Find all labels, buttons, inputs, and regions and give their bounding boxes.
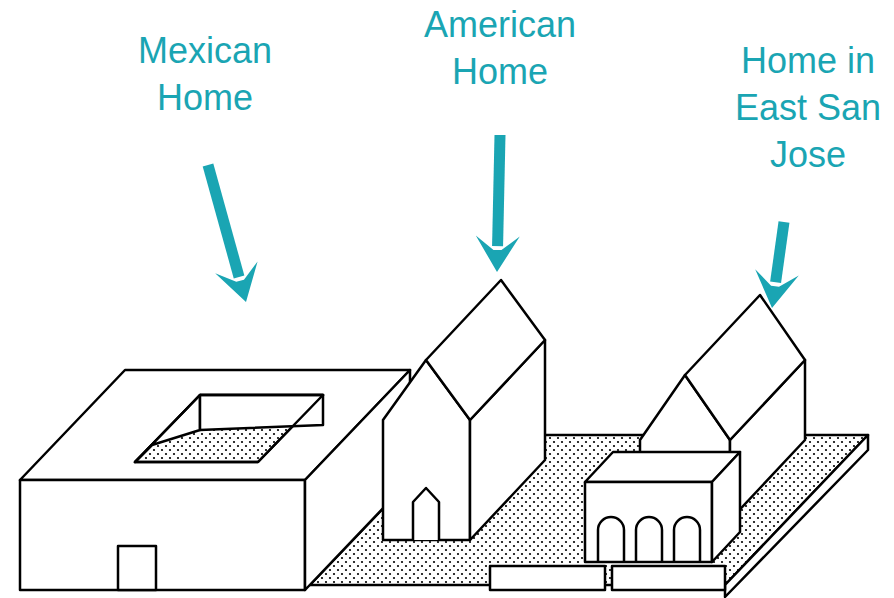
- pointer-arrow: [498, 135, 500, 246]
- american-home: [383, 280, 545, 540]
- arrow-head: [215, 261, 257, 302]
- callout-label: Mexican Home: [110, 28, 300, 122]
- pointer-arrow: [776, 222, 784, 282]
- east-san-jose-home: [585, 295, 805, 562]
- arrow-head: [476, 236, 520, 272]
- callout-label: American Home: [400, 2, 600, 96]
- front-wall: [490, 566, 725, 590]
- mexican-home: [20, 370, 410, 590]
- callout-label: Home in East San Jose: [728, 38, 888, 178]
- arrow-head: [755, 269, 799, 308]
- pointer-arrow: [208, 165, 239, 277]
